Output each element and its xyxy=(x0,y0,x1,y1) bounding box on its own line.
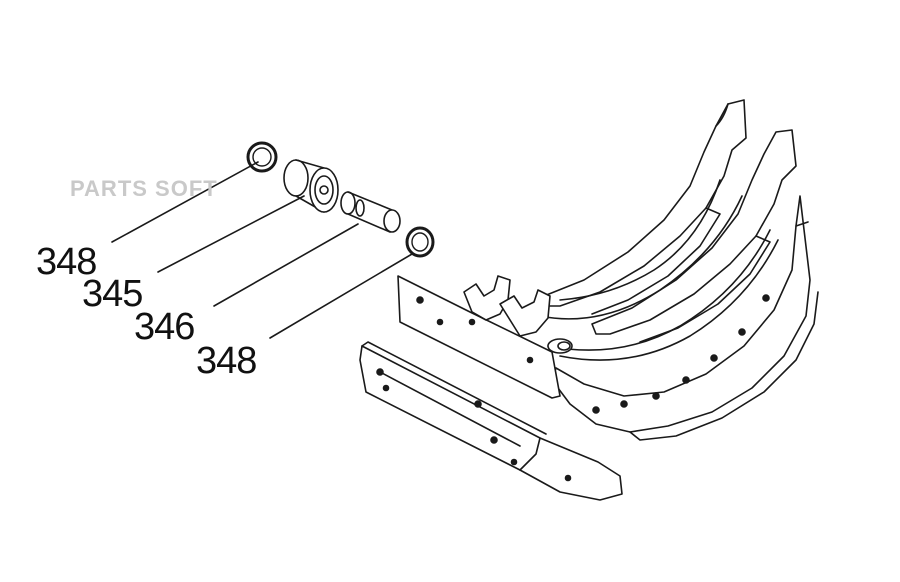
callout-348-top: 348 xyxy=(36,241,97,283)
brake-lining-segment xyxy=(359,341,623,501)
leader-line-346 xyxy=(213,223,359,307)
watermark: PARTS SOFT xyxy=(70,176,218,201)
callout-345: 345 xyxy=(82,273,143,315)
callout-346: 346 xyxy=(134,306,195,348)
seal-ring-top xyxy=(246,141,278,173)
brake-shoe-end-plate xyxy=(397,275,561,399)
brake-shoe-back-web xyxy=(543,99,747,307)
roller xyxy=(283,159,339,213)
leader-lines xyxy=(111,161,413,339)
callout-348-bottom: 348 xyxy=(196,340,257,382)
anchor-fork xyxy=(463,275,511,321)
leader-line-345 xyxy=(157,195,305,273)
brake-shoe-front-web xyxy=(591,129,797,335)
leader-line-348-top xyxy=(111,161,259,243)
rivet-holes xyxy=(592,294,770,414)
leader-line-348-bottom xyxy=(269,253,413,339)
brake-shoe-assembly xyxy=(397,99,819,441)
pin xyxy=(340,191,401,233)
seal-ring-bottom xyxy=(405,226,435,258)
